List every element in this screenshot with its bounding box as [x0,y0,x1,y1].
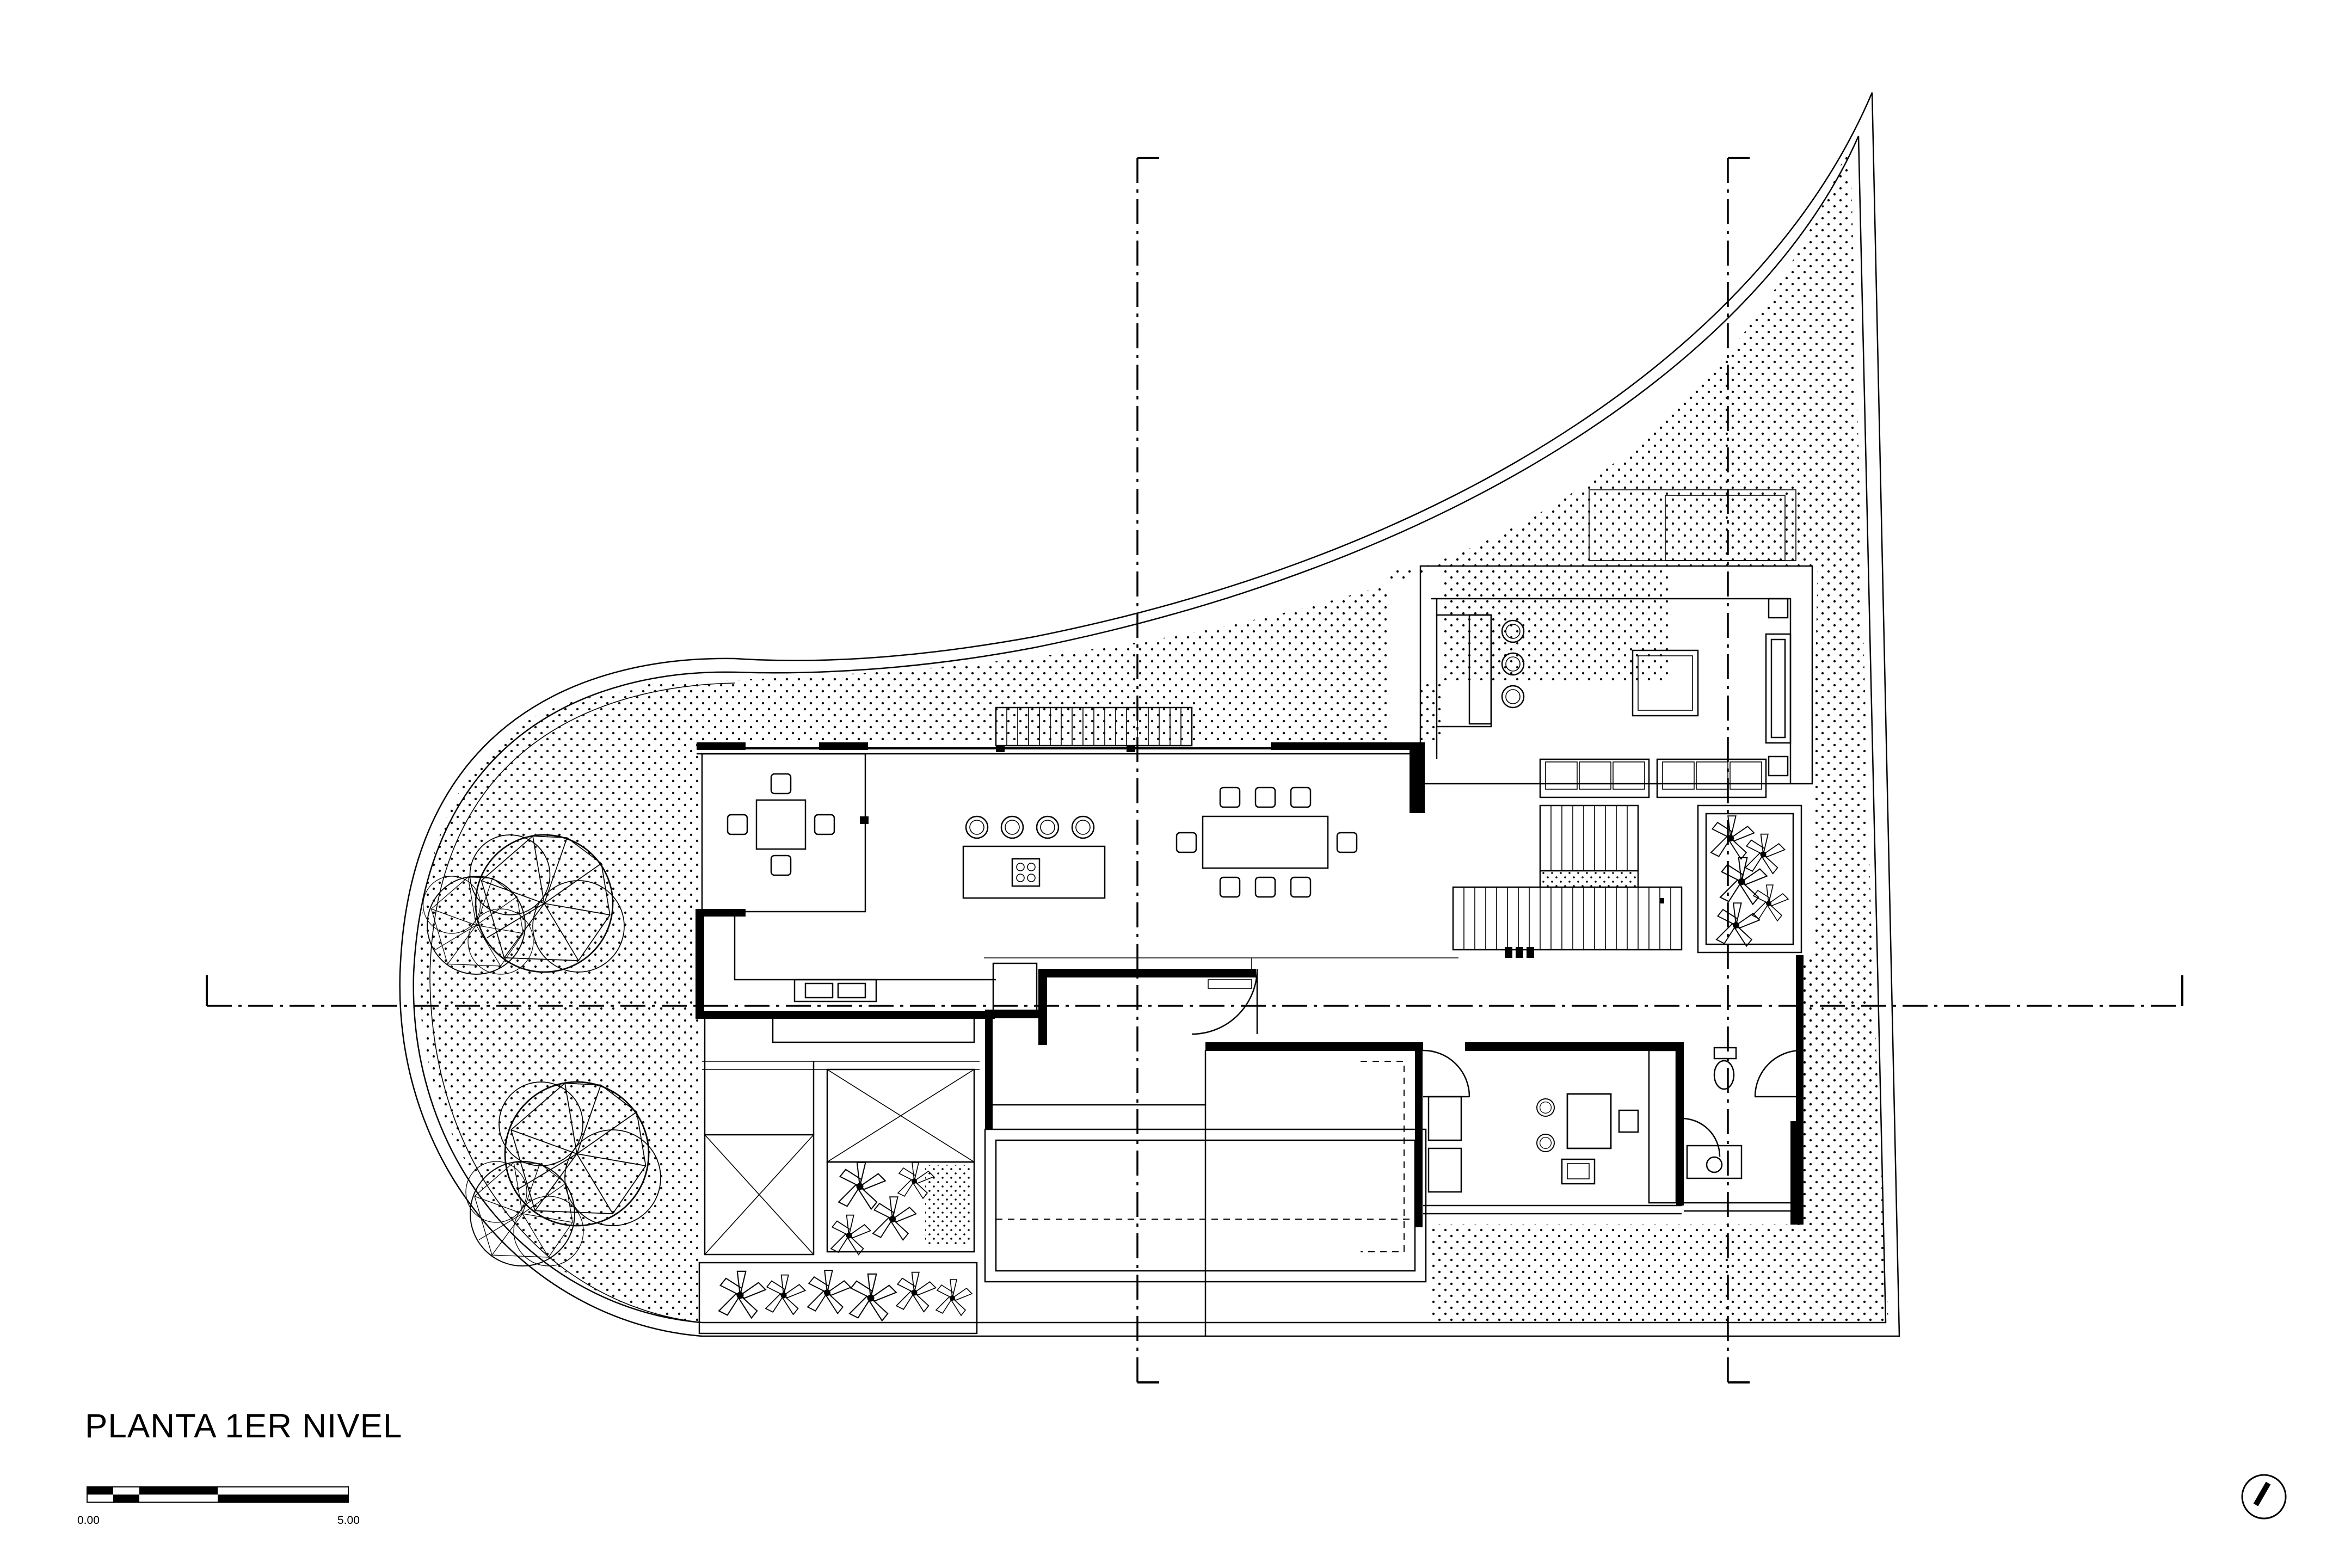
interior-lines [698,565,1813,1336]
scale-end-label: 5.00 [337,1514,360,1527]
scale-start-label: 0.00 [77,1514,100,1527]
scale-bar [87,1486,349,1503]
sofa [1539,758,1767,798]
section-cut-marker-icon [206,157,2183,1383]
building-walls [696,742,1804,1227]
stair [1452,804,1683,958]
garden-ground-cover [419,142,1888,1323]
drawing-title: PLANTA 1ER NIVEL [85,1407,403,1445]
door-swings [1191,968,1802,1157]
north-arrow-icon [2241,1474,2287,1520]
furniture [727,598,1792,1185]
